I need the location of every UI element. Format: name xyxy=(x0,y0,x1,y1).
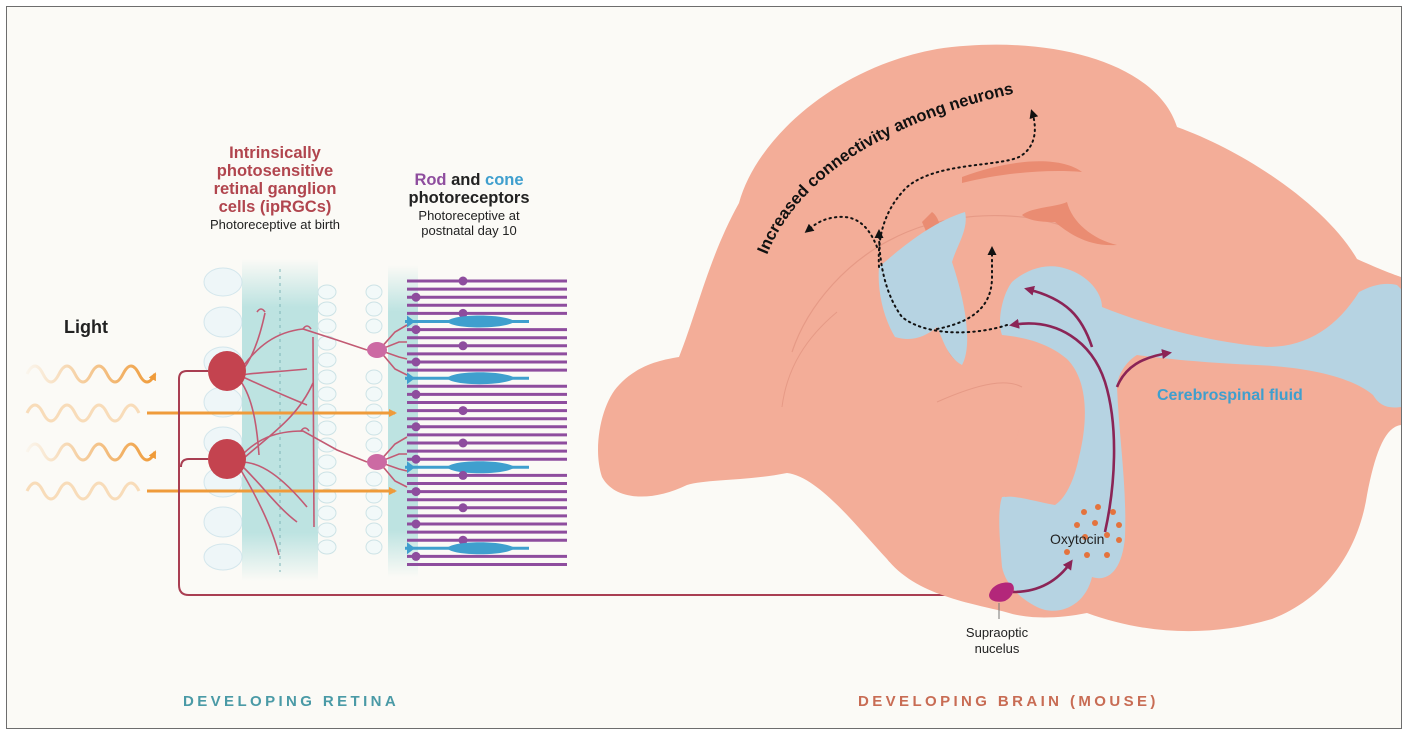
rod-cell-body xyxy=(412,293,421,302)
developing-brain-caption: DEVELOPING BRAIN (MOUSE) xyxy=(858,693,1159,710)
iprgc-title-line: retinal ganglion xyxy=(175,180,375,198)
rod-cell-body xyxy=(412,455,421,464)
rod-cell-body xyxy=(412,325,421,334)
bipolar-cell xyxy=(367,342,387,358)
iprgc-cell-body xyxy=(208,351,246,391)
rod-cell-body xyxy=(412,520,421,529)
rod-cone-title: Rod and cone xyxy=(384,171,554,189)
mouse-brain-section: Increased connectivity among neurons xyxy=(598,45,1401,631)
photoreceptors-word: photoreceptors xyxy=(384,189,554,207)
iprgc-title: Intrinsically photosensitive retinal gan… xyxy=(175,144,375,216)
rod-word: Rod xyxy=(414,171,446,189)
wavy-light-arrow xyxy=(27,366,155,382)
rod-cell-body xyxy=(412,487,421,496)
bipolar-cell xyxy=(367,454,387,470)
retina-cell-column-bipolar xyxy=(366,285,382,554)
supraoptic-label-line: nucelus xyxy=(937,641,1057,657)
rod-cell-body xyxy=(412,390,421,399)
retina-cell-column-outer xyxy=(204,268,242,570)
rod-cell-body xyxy=(459,406,468,415)
ganglion-cell-layer-band xyxy=(242,259,318,581)
cerebrospinal-fluid-label: Cerebrospinal fluid xyxy=(1157,387,1303,405)
photoreceptor-subtitle-line: postnatal day 10 xyxy=(384,223,554,238)
and-word: and xyxy=(451,171,480,189)
rod-cell-body xyxy=(459,503,468,512)
rod-and-cone-photoreceptors xyxy=(405,277,567,565)
photoreceptor-layer-band xyxy=(388,265,418,577)
retina-cell-column-inner xyxy=(318,285,336,554)
rod-cell-body xyxy=(459,277,468,286)
iprgc-title-line: photosensitive xyxy=(175,162,375,180)
developing-retina-caption: DEVELOPING RETINA xyxy=(183,693,399,710)
rod-cell-body xyxy=(412,422,421,431)
iprgc-title-line: Intrinsically xyxy=(175,144,375,162)
wavy-light-arrow xyxy=(27,444,155,460)
iprgc-title-line: cells (ipRGCs) xyxy=(175,198,375,216)
rod-cell-body xyxy=(412,552,421,561)
diagram-canvas: Increased connectivity among neurons xyxy=(7,7,1401,728)
photoreceptor-label-block: Rod and cone photoreceptors Photorecepti… xyxy=(384,171,554,238)
photoreceptor-subtitle-line: Photoreceptive at xyxy=(384,208,554,223)
cone-word: cone xyxy=(485,171,524,189)
supraoptic-label-line: Supraoptic xyxy=(937,625,1057,641)
wavy-light-arrow-faded xyxy=(27,405,139,421)
oxytocin-label: Oxytocin xyxy=(1050,531,1104,547)
iprgc-cell-body xyxy=(208,439,246,479)
brain-outline xyxy=(598,45,1401,631)
rod-cell-body xyxy=(412,358,421,367)
iprgc-axon-branch xyxy=(181,459,208,467)
diagram-frame: Increased connectivity among neurons Lig… xyxy=(6,6,1402,729)
rod-cell-body xyxy=(459,439,468,448)
supraoptic-nucleus-label: Supraoptic nucelus xyxy=(937,625,1057,657)
iprgc-label-block: Intrinsically photosensitive retinal gan… xyxy=(175,144,375,232)
rod-cell-body xyxy=(459,341,468,350)
rod-cell-body xyxy=(459,471,468,480)
light-label: Light xyxy=(64,317,108,338)
wavy-light-arrow-faded xyxy=(27,483,139,499)
iprgc-subtitle: Photoreceptive at birth xyxy=(175,217,375,232)
photoreceptor-subtitle: Photoreceptive at postnatal day 10 xyxy=(384,208,554,238)
